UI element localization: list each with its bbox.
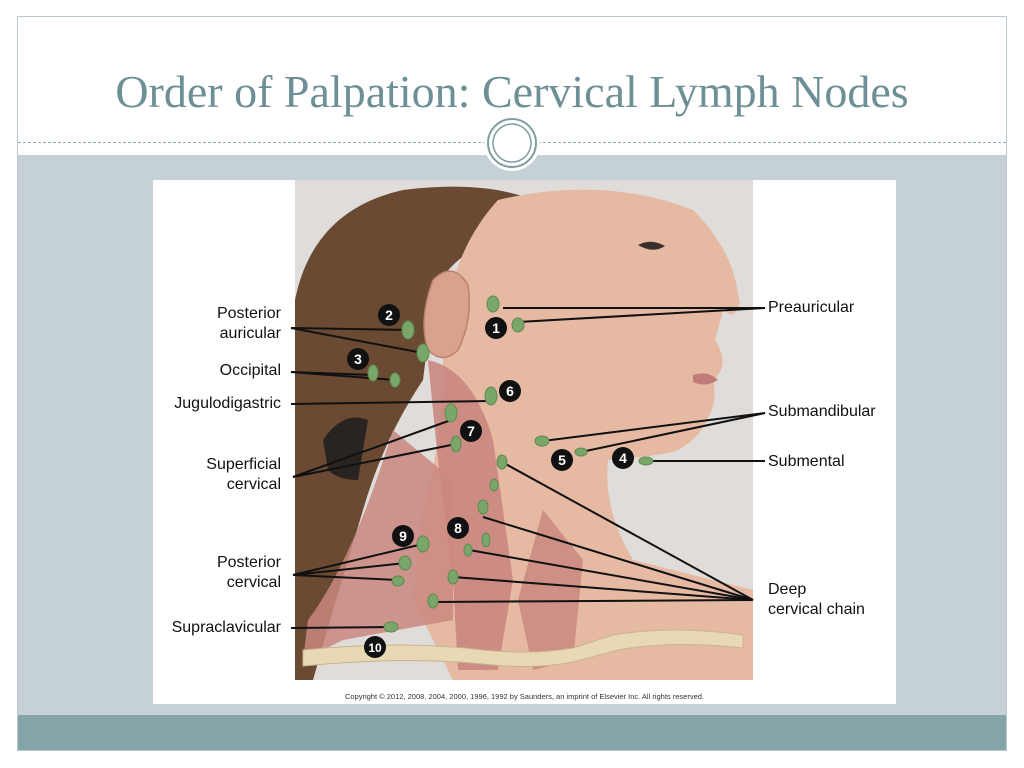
- order-badge-number: 3: [354, 351, 362, 367]
- slide-title: Order of Palpation: Cervical Lymph Nodes: [115, 66, 909, 117]
- label-preauricular: Preauricular: [768, 299, 855, 316]
- order-badge-circle: [612, 447, 634, 469]
- lymph-nodes: [367, 295, 654, 633]
- order-badge-circle: [485, 317, 507, 339]
- ear: [423, 270, 470, 359]
- circle-ornament-icon: [484, 115, 540, 171]
- hair: [295, 186, 533, 680]
- clavicle: [302, 629, 744, 668]
- order-badge-4: 4: [612, 447, 634, 469]
- sternocleidomastoid-muscle: [428, 360, 513, 670]
- label-submental: Submental: [768, 453, 845, 470]
- number-badges: 1 2 3 4 5 6 7 8 9 10: [347, 304, 634, 658]
- order-badge-7: 7: [460, 420, 482, 442]
- order-badge-number: 5: [558, 452, 566, 468]
- order-badge-6: 6: [499, 380, 521, 402]
- trapezius-muscle: [303, 430, 453, 660]
- annotation-layer: [290, 295, 766, 633]
- order-badge-9: 9: [392, 525, 414, 547]
- order-badge-10: 10: [364, 636, 386, 658]
- order-badge-circle: [364, 636, 386, 658]
- label-jugulodigastric: Jugulodigastric: [174, 395, 281, 412]
- order-badge-number: 8: [454, 520, 462, 536]
- copyright-notice: Copyright © 2012, 2008, 2004, 2000, 1996…: [344, 692, 705, 701]
- order-badge-circle: [499, 380, 521, 402]
- order-badge-circle: [347, 348, 369, 370]
- order-badge-circle: [378, 304, 400, 326]
- lips: [693, 373, 718, 385]
- strap-muscle: [518, 510, 583, 670]
- pointer-lines: [290, 307, 766, 629]
- footer-bar: [18, 715, 1006, 750]
- order-badge-8: 8: [447, 517, 469, 539]
- order-badge-circle: [392, 525, 414, 547]
- order-badge-number: 2: [385, 307, 393, 323]
- order-badge-circle: [447, 517, 469, 539]
- order-badge-5: 5: [551, 449, 573, 471]
- label-superficial-cervical: Superficial cervical: [206, 456, 281, 493]
- order-badge-circle: [551, 449, 573, 471]
- label-submandibular: Submandibular: [768, 403, 876, 420]
- order-badge-number: 1: [492, 320, 500, 336]
- order-badge-number: 7: [467, 423, 475, 439]
- eye: [638, 241, 665, 250]
- order-badge-number: 6: [506, 383, 514, 399]
- label-deep-cervical-chain: Deep cervical chain: [768, 581, 865, 618]
- order-badge-number: 9: [399, 528, 407, 544]
- neck-lymph-node-figure: 1 2 3 4 5 6 7 8 9 10 Posterior auricular Occipita…: [153, 180, 896, 704]
- label-posterior-cervical: Posterior cervical: [216, 554, 281, 591]
- order-badge-number: 10: [368, 641, 382, 655]
- order-badge-number: 4: [619, 450, 627, 466]
- label-occipital: Occipital: [219, 362, 281, 379]
- order-badge-circle: [460, 420, 482, 442]
- order-badge-1: 1: [485, 317, 507, 339]
- order-badge-2: 2: [378, 304, 400, 326]
- label-supraclavicular: Supraclavicular: [171, 619, 281, 636]
- order-badge-3: 3: [347, 348, 369, 370]
- label-posterior-auricular: Posterior auricular: [216, 305, 281, 342]
